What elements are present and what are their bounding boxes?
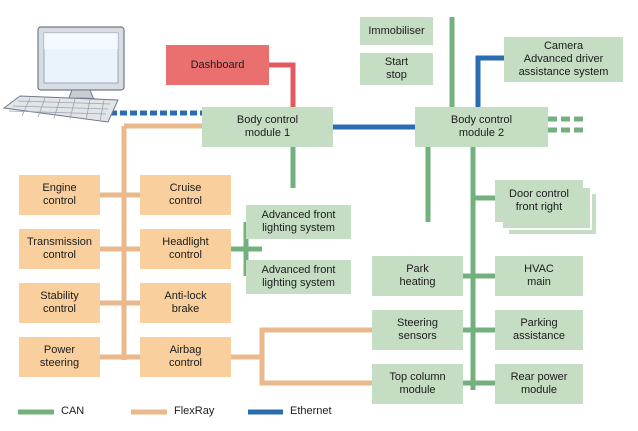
- top-column-module-box: Top column module: [372, 364, 463, 404]
- body-control-module-1-box: Body control module 1: [202, 107, 333, 147]
- power-steering-box: Power steering: [19, 337, 100, 377]
- airbag-control-box: Airbag control: [140, 337, 231, 377]
- flexray-line: [231, 327, 372, 360]
- advanced-front-lighting-box-1: Advanced front lighting system: [246, 205, 351, 239]
- headlight-control-box: Headlight control: [140, 229, 231, 269]
- dashboard-link: [268, 62, 296, 107]
- stability-control-box: Stability control: [19, 283, 100, 323]
- transmission-control-box: Transmission control: [19, 229, 100, 269]
- flexray-bus: [100, 123, 372, 386]
- advanced-front-lighting-box-2: Advanced front lighting system: [246, 260, 351, 294]
- parking-assistance-box: Parking assistance: [495, 310, 583, 350]
- legend-can-label: CAN: [61, 405, 85, 417]
- camera-adas-box: Camera Advanced driver assistance system: [504, 37, 623, 82]
- anti-lock-brake-box: Anti-lock brake: [140, 283, 231, 323]
- body-control-module-2-box: Body control module 2: [415, 107, 548, 147]
- start-stop-box: Start stop: [360, 53, 433, 85]
- immobiliser-box: Immobiliser: [360, 17, 433, 45]
- keyboard-icon: [2, 95, 119, 123]
- dashboard-box: Dashboard: [166, 45, 269, 85]
- rear-power-module-box: Rear power module: [495, 364, 583, 404]
- cruise-control-box: Cruise control: [140, 175, 231, 215]
- hvac-main-box: HVAC main: [495, 256, 583, 296]
- flexray-line: [259, 357, 372, 386]
- legend-ethernet-label: Ethernet: [290, 405, 332, 417]
- ethernet-bus: [110, 55, 504, 130]
- legend-flexray-label: FlexRay: [174, 405, 215, 417]
- ethernet-line: [475, 55, 504, 107]
- steering-sensors-box: Steering sensors: [372, 310, 463, 350]
- door-control-front-right-box: Door control front right: [495, 180, 583, 222]
- park-heating-box: Park heating: [372, 256, 463, 296]
- computer-monitor-icon: [37, 26, 125, 105]
- engine-control-box: Engine control: [19, 175, 100, 215]
